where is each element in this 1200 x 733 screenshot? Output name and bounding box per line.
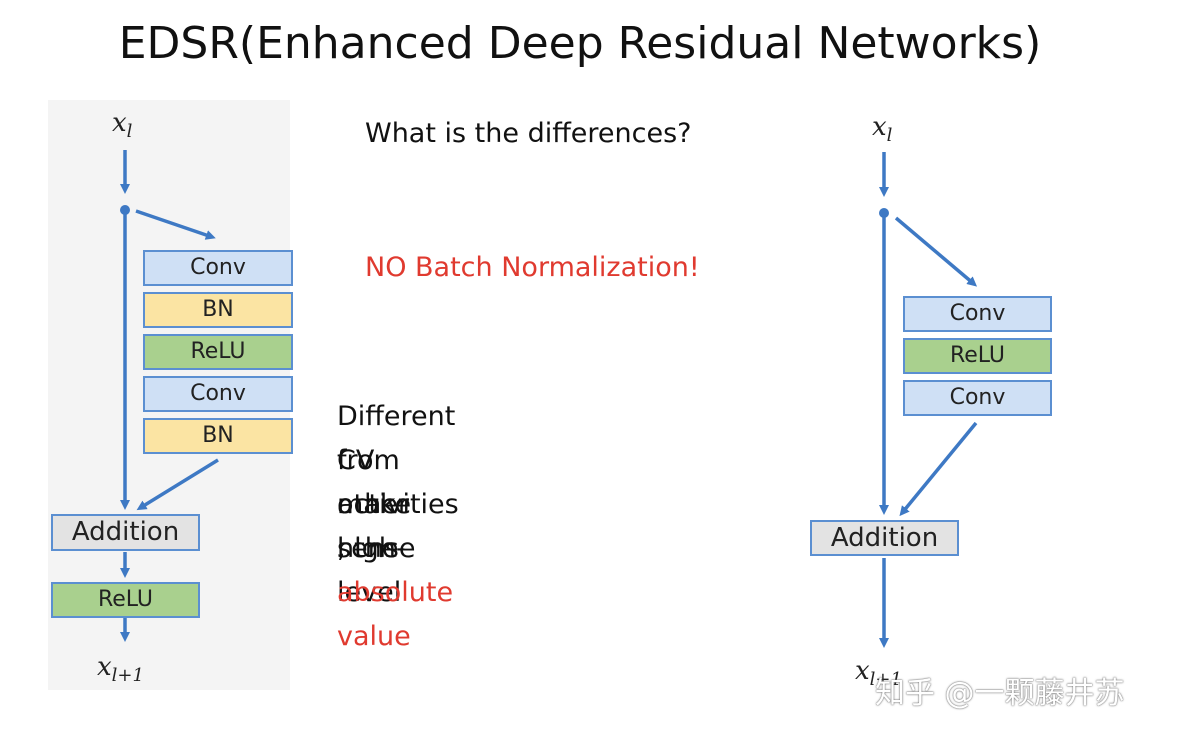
no-bn-text: NO Batch Normalization!: [365, 252, 700, 283]
question-text: What is the differences?: [365, 118, 692, 149]
left-input-label: xl: [112, 108, 133, 143]
left-output-label: xl+1: [97, 652, 144, 687]
left-merge-arrow: [136, 458, 219, 511]
explanation-line-1: Different from other high-level: [337, 401, 456, 608]
right-merge-arrow: [899, 421, 978, 517]
explanation-line-2: CV activities , the absolute value: [337, 439, 459, 659]
right-conv-1: Conv: [903, 296, 1052, 332]
left-bn-2: BN: [143, 418, 293, 454]
absolute-value-highlight: absolute value: [337, 577, 454, 652]
left-addition: Addition: [51, 514, 200, 551]
left-relu: ReLU: [143, 334, 293, 370]
right-branch-arrow: [894, 216, 978, 287]
left-conv-1: Conv: [143, 250, 293, 286]
right-output-label: xl+1: [855, 656, 902, 691]
left-branch-arrow: [135, 209, 216, 240]
right-relu: ReLU: [903, 338, 1052, 374]
right-conv-2: Conv: [903, 380, 1052, 416]
left-conv-2: Conv: [143, 376, 293, 412]
right-input-label: xl: [872, 112, 893, 147]
left-bn-1: BN: [143, 292, 293, 328]
explanation-line-2-prefix: CV activities , the: [337, 445, 459, 564]
right-addition: Addition: [810, 520, 959, 556]
left-post-relu: ReLU: [51, 582, 200, 618]
slide-title: EDSR(Enhanced Deep Residual Networks): [118, 18, 1042, 69]
zhihu-watermark: 知乎 @一颗藤井苏: [875, 676, 1125, 711]
explanation-line-3: make sense: [337, 489, 416, 564]
